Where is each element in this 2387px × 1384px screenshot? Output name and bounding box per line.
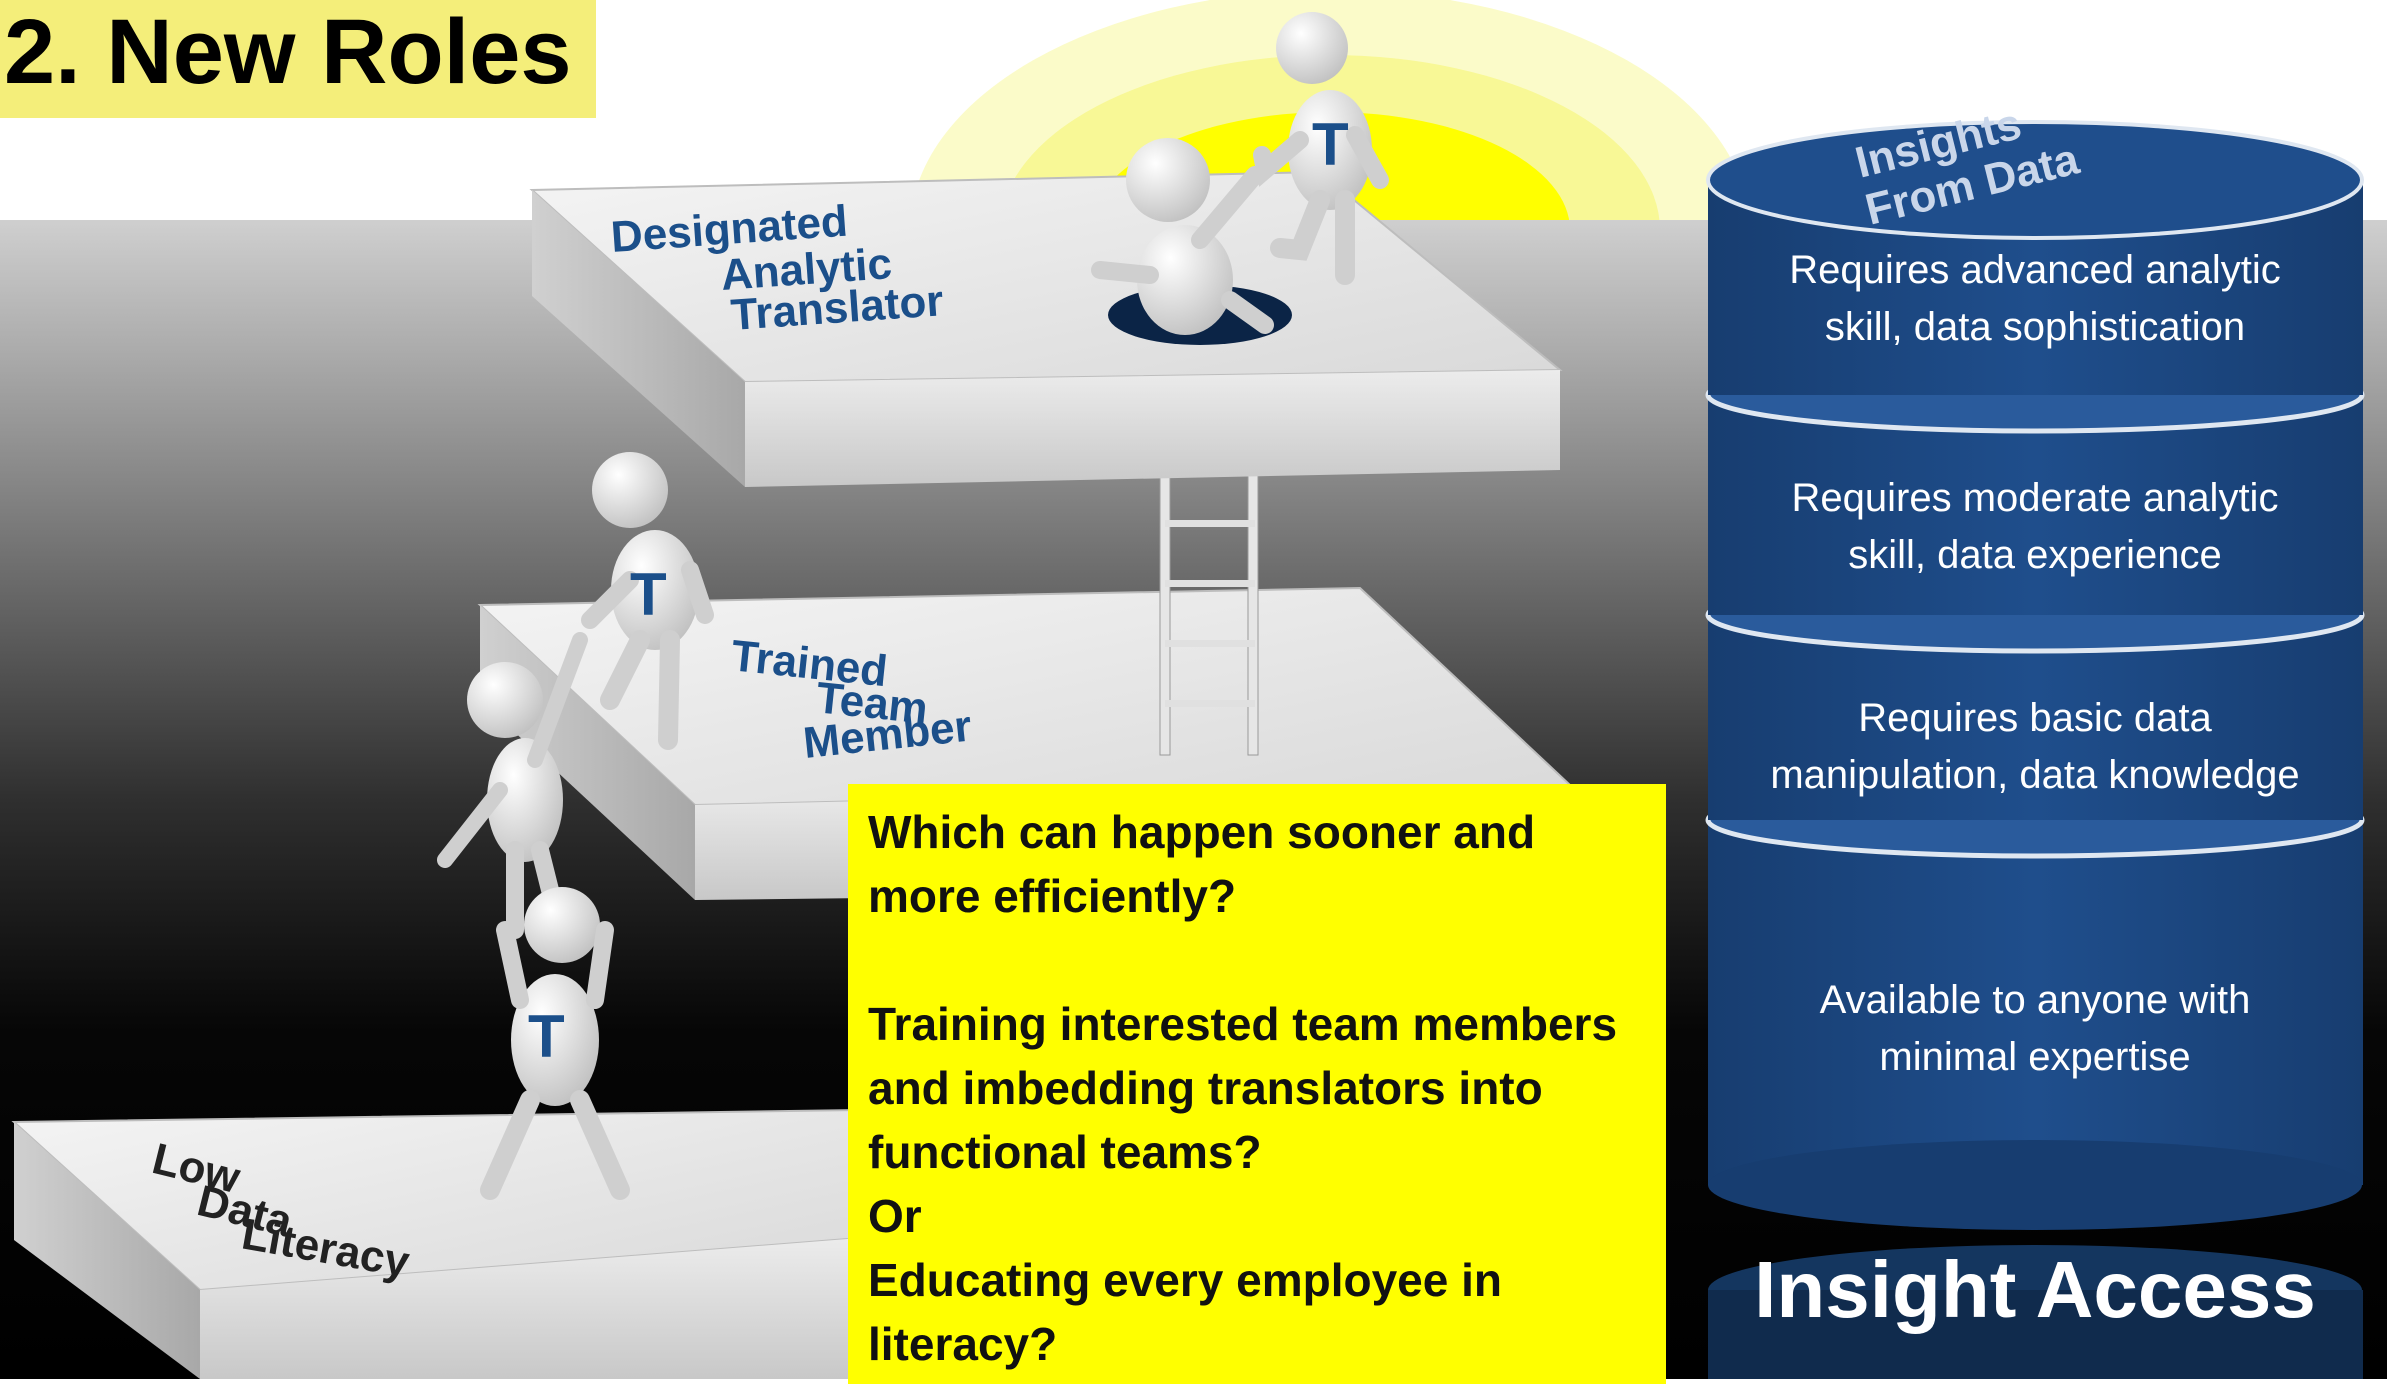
figure-bottom-lifter: T	[480, 887, 630, 1200]
slab-side	[532, 190, 745, 487]
figure-climbing-out	[1091, 138, 1274, 335]
figure-lifted	[437, 632, 588, 939]
figure-badge: T	[630, 561, 667, 628]
ladder	[1159, 469, 1259, 756]
question-line: functional teams?	[868, 1126, 1262, 1178]
step-label-line: Analytic	[719, 239, 893, 300]
db-level-line: skill, data experience	[1848, 533, 2222, 577]
db-level-advanced: Requires advanced analytic skill, data s…	[1710, 242, 2360, 356]
insight-access-label: Insight Access	[1754, 1245, 2316, 1334]
step-designated-analytic-translator: Designated Analytic Translator	[529, 170, 1563, 487]
db-level-line: Requires moderate analytic	[1791, 476, 2279, 520]
db-level-line: Requires basic data	[1858, 696, 2212, 740]
db-top	[1706, 120, 2364, 240]
question-line: Or	[868, 1190, 922, 1242]
question-line: Educating every employee in	[868, 1254, 1503, 1306]
db-level-line: manipulation, data knowledge	[1770, 753, 2300, 797]
step-low-data-literacy: Low Data Literacy	[11, 1108, 861, 1379]
figure-middle-helper: T	[581, 452, 714, 750]
page-title: 2. New Roles	[0, 0, 596, 118]
db-level-line: minimal expertise	[1879, 1035, 2191, 1079]
slab-front	[200, 1238, 860, 1379]
db-level-line: Available to anyone with	[1819, 978, 2251, 1022]
db-segment-4	[1708, 820, 2363, 1185]
db-level-minimal: Available to anyone with minimal experti…	[1710, 972, 2360, 1086]
db-level-moderate: Requires moderate analytic skill, data e…	[1710, 470, 2360, 584]
figure-badge: T	[1312, 111, 1349, 178]
question-line: Training interested team members	[868, 998, 1618, 1050]
question-line: and imbedding translators into	[868, 1062, 1543, 1114]
figure-badge: T	[528, 1003, 565, 1070]
question-line: literacy?	[868, 1318, 1058, 1370]
figure-top-helper: T	[1253, 12, 1389, 285]
insight-database: Insights From Data	[1705, 99, 2365, 1379]
question-line: Which can happen sooner and	[868, 806, 1536, 858]
db-segment-4-bottom	[1708, 1140, 2362, 1230]
spacer	[868, 928, 1646, 992]
db-level-line: skill, data sophistication	[1824, 305, 2246, 349]
slab-side	[14, 1122, 200, 1379]
question-callout: Which can happen sooner and more efficie…	[848, 784, 1666, 1384]
slab-front	[745, 370, 1560, 487]
db-level-basic: Requires basic data manipulation, data k…	[1710, 690, 2360, 804]
question-line: more efficiently?	[868, 870, 1237, 922]
step-label-line: Team	[814, 673, 930, 733]
db-level-line: Requires advanced analytic	[1789, 248, 2281, 292]
